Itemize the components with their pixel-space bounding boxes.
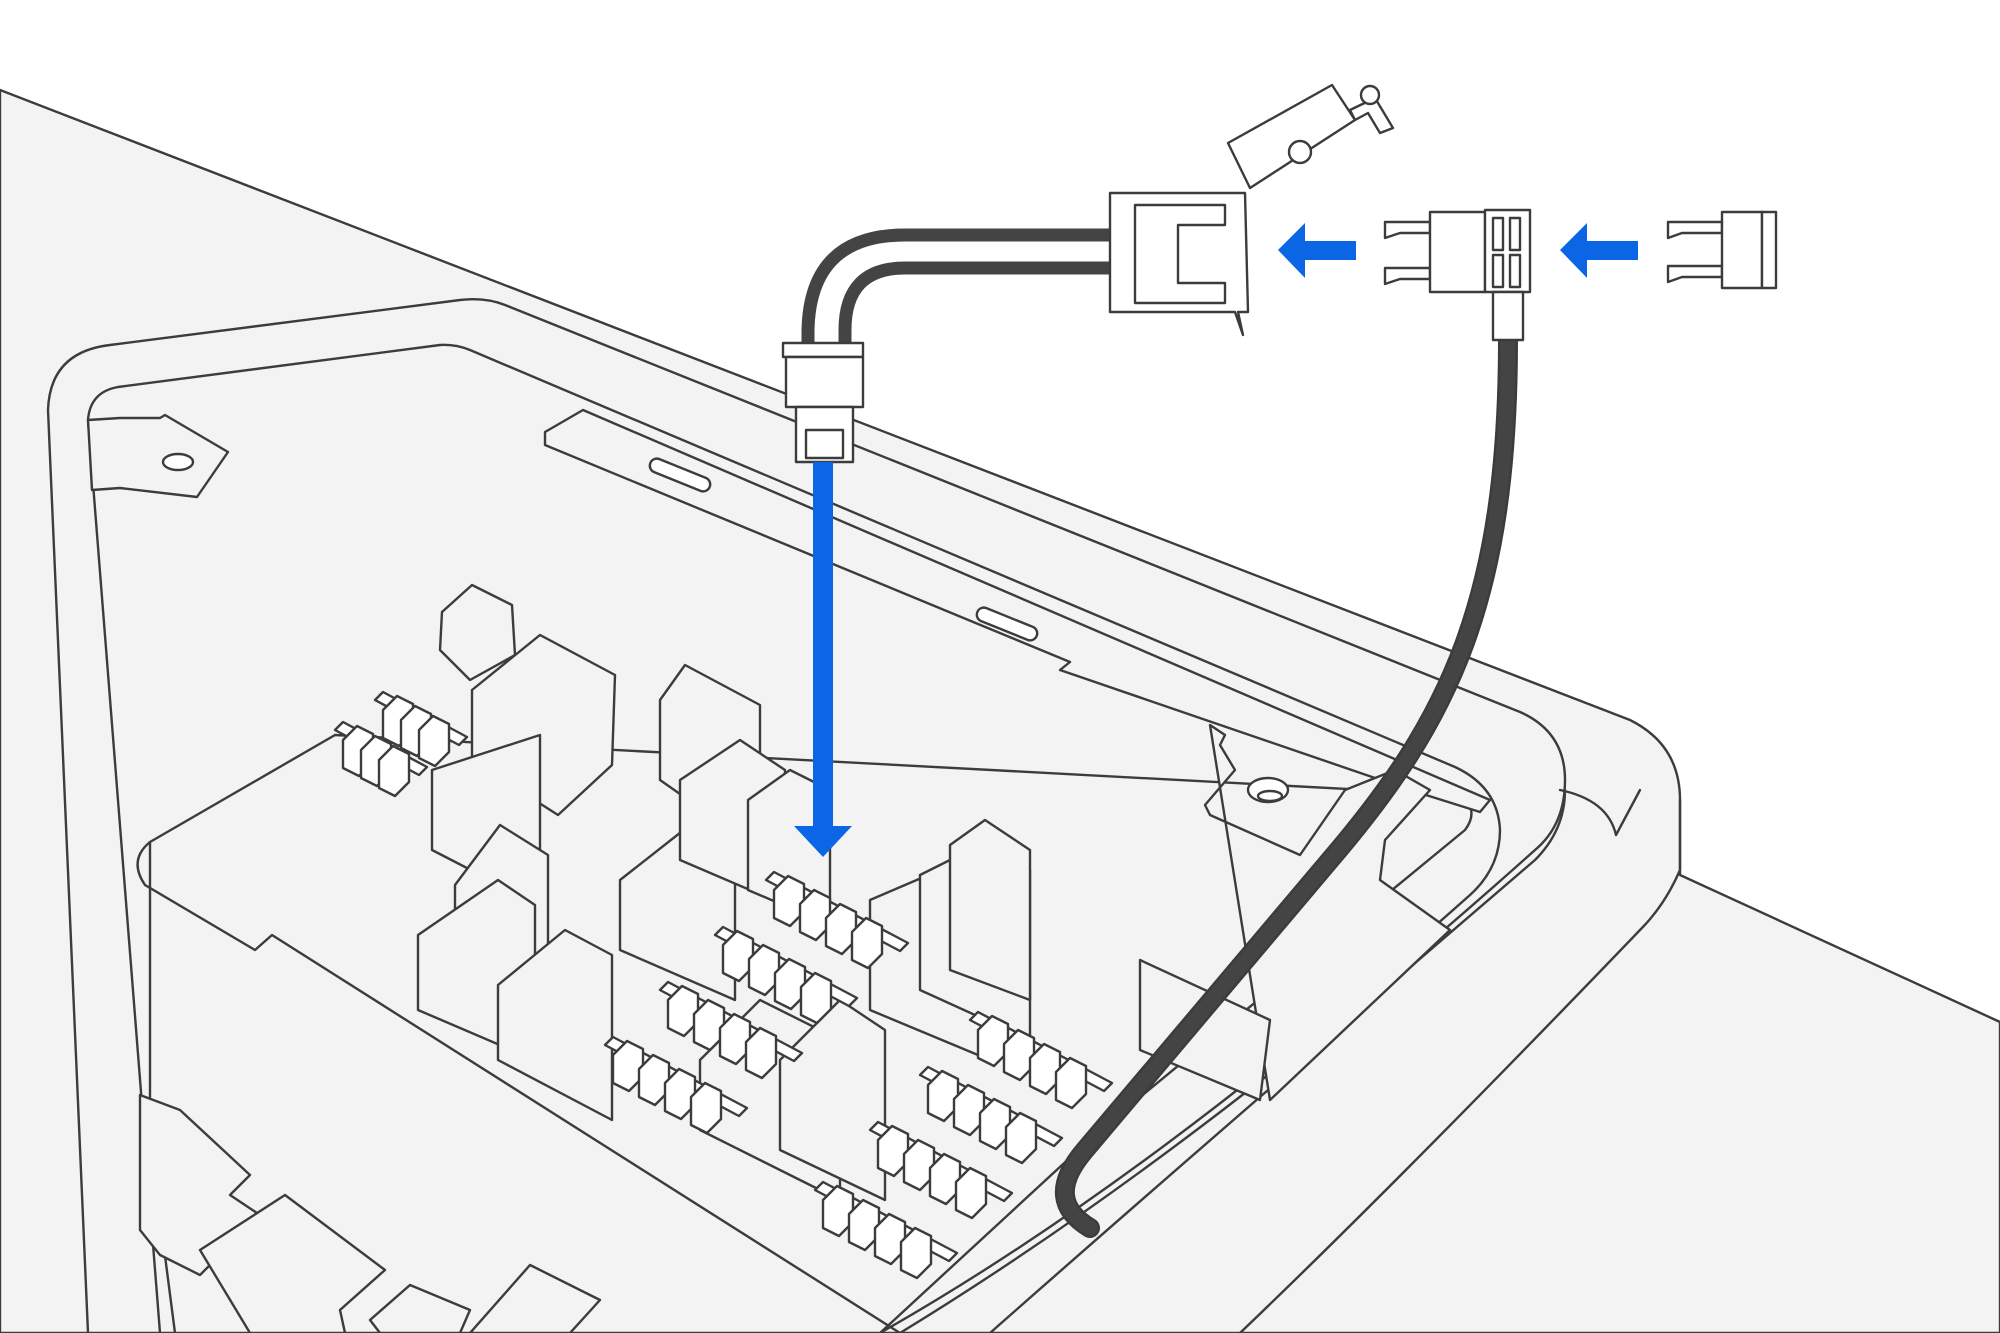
mounting-hole [161,452,195,472]
right-bracket [1203,723,1452,1102]
relay-blocks [138,583,1272,1333]
mini-fuse [377,744,411,798]
fuse-box-lip [1558,788,1642,837]
mini-fuse [744,1026,778,1080]
rail-slot [975,606,1039,642]
mini-fuse [1054,1056,1088,1110]
blade-fuse-icon [1666,210,1778,290]
mini-fuse [954,1166,988,1220]
rail-slot [648,457,712,493]
fuse-rows [333,690,1114,1280]
fuse-tap-icon [781,83,1395,464]
ring-terminal-icon [1383,208,1532,342]
arrow-left-icon [1278,223,1356,278]
mini-fuse [850,916,884,970]
mounting-ear [86,413,230,499]
mini-fuse [1004,1111,1038,1165]
holder-cap [1226,83,1357,190]
mini-fuse [899,1226,933,1280]
mini-fuse [417,714,451,768]
cable [1054,330,1518,1238]
arrow-left-icon [1560,223,1638,278]
arrow-down-icon [794,462,852,857]
mini-fuse [799,971,833,1025]
mini-fuse [689,1081,723,1135]
